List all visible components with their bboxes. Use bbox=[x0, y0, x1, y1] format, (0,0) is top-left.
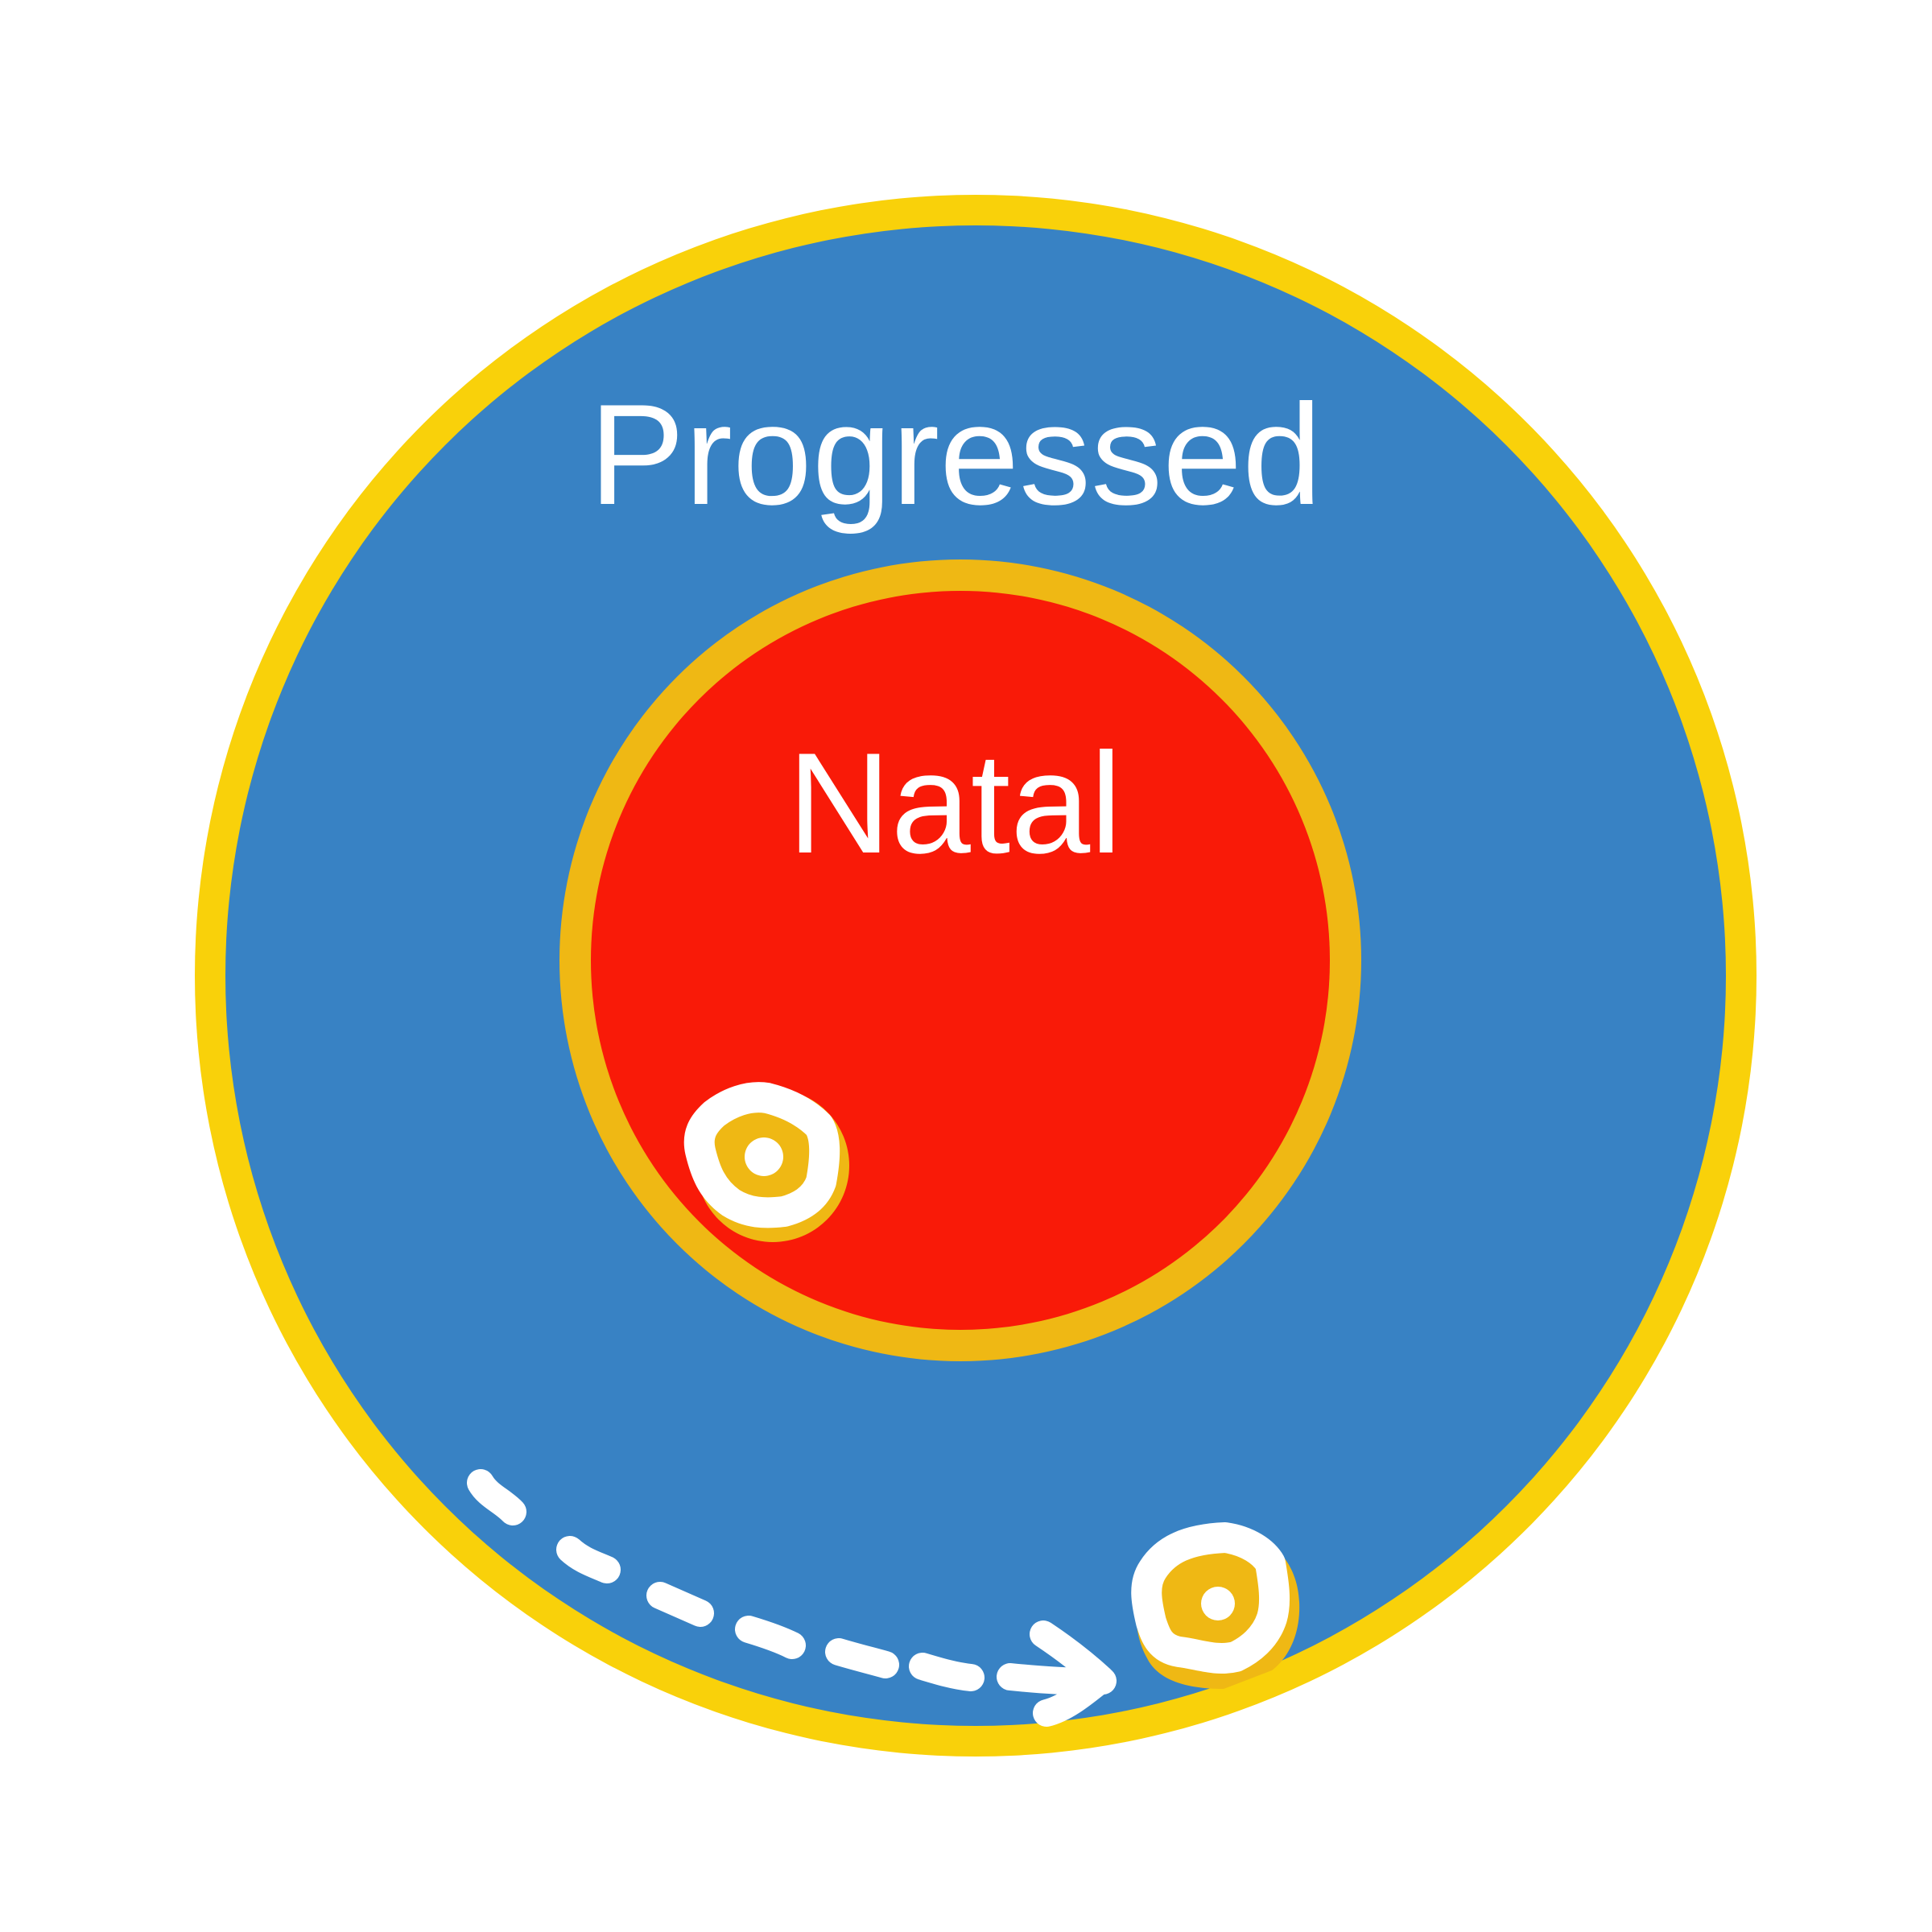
motion-arrow-dash bbox=[646, 1582, 714, 1627]
motion-arrow-icon bbox=[467, 1469, 1117, 1727]
natal-sun-ring bbox=[683, 1082, 840, 1228]
natal-circle-fill bbox=[591, 591, 1330, 1330]
motion-arrow-dash bbox=[825, 1638, 899, 1678]
progressed-sun-ring bbox=[1131, 1522, 1290, 1674]
motion-arrow-head bbox=[1030, 1620, 1115, 1727]
motion-arrow-dash bbox=[909, 1653, 985, 1691]
progressed-sun-symbol-icon bbox=[1131, 1522, 1300, 1689]
progressed-label: Progressed bbox=[589, 374, 1322, 535]
motion-arrow-dash bbox=[467, 1469, 526, 1525]
motion-arrow-dash bbox=[556, 1536, 621, 1583]
progressed-sun-dot bbox=[1201, 1587, 1235, 1620]
natal-sun-symbol-icon bbox=[683, 1082, 849, 1242]
natal-circle bbox=[559, 559, 1361, 1361]
natal-label: Natal bbox=[787, 723, 1122, 883]
natal-sun-dot bbox=[745, 1137, 783, 1176]
motion-arrow-dash bbox=[735, 1616, 806, 1659]
